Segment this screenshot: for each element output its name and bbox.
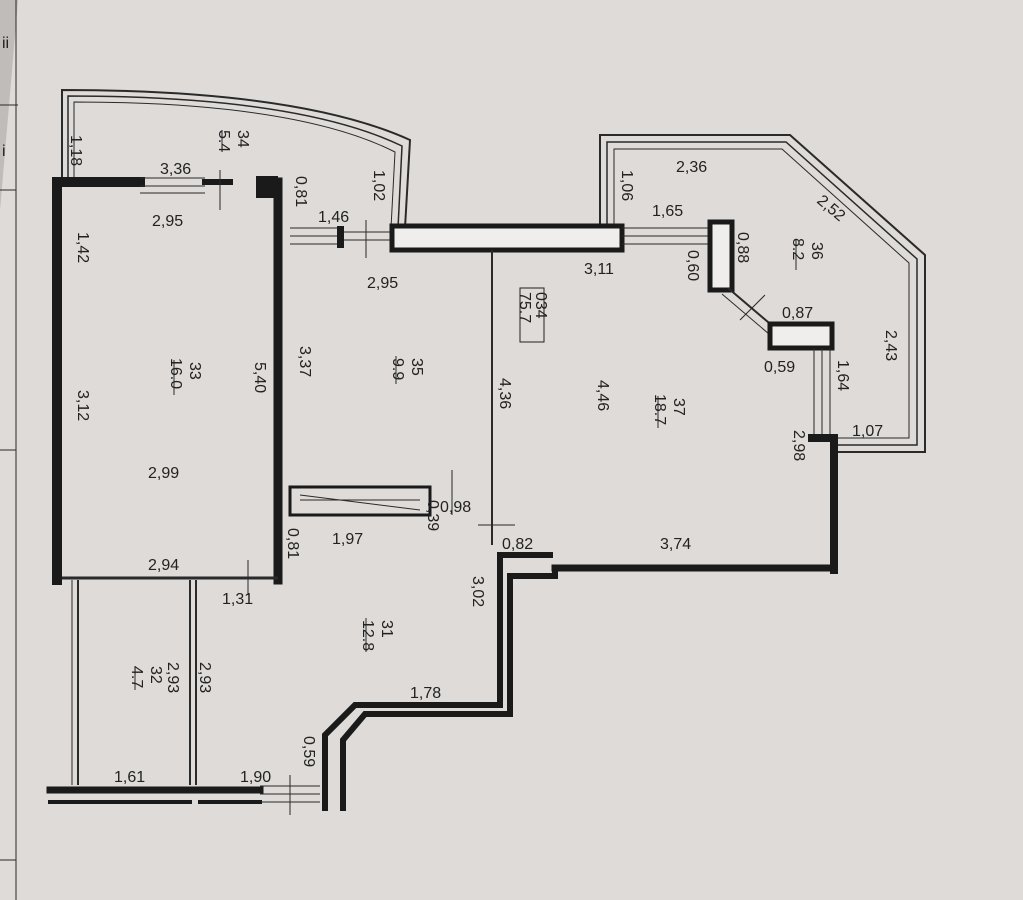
svg-text:12.8: 12.8: [359, 620, 376, 651]
dim-0-39: 0,39: [424, 500, 441, 531]
dim-0-81-top: 0,81: [292, 176, 309, 207]
margin-table: [0, 0, 18, 900]
room-35-label: 35 9.9: [389, 356, 425, 384]
dim-1-02: 1,02: [370, 170, 387, 201]
interior-partitions: [62, 170, 515, 815]
dim-1-31: 1,31: [222, 591, 253, 608]
dim-2-95-mid: 2,95: [367, 275, 398, 292]
dim-4-46: 4,46: [594, 380, 611, 411]
svg-text:33: 33: [186, 362, 203, 380]
svg-text:16.0: 16.0: [167, 358, 184, 389]
dim-1-46: 1,46: [318, 209, 349, 226]
svg-text:36: 36: [808, 242, 825, 260]
dim-1-97: 1,97: [332, 531, 363, 548]
dim-2-36: 2,36: [676, 159, 707, 176]
room-33-label: 33 16.0: [167, 358, 203, 395]
dim-1-90: 1,90: [240, 769, 271, 786]
dim-3-74: 3,74: [660, 536, 691, 553]
dim-0-59-right: 0,59: [764, 359, 795, 376]
dim-1-64: 1,64: [834, 360, 851, 391]
balcony-36-outline: [599, 134, 926, 453]
svg-text:31: 31: [378, 620, 395, 638]
dim-1-61: 1,61: [114, 769, 145, 786]
dim-2-43: 2,43: [882, 330, 899, 361]
room-37-label: 37 18.7: [651, 394, 687, 428]
dim-2-99: 2,99: [148, 465, 179, 482]
dim-0-82: 0,82: [502, 536, 533, 553]
dim-3-12: 3,12: [74, 390, 91, 421]
svg-text:18.7: 18.7: [651, 394, 668, 425]
svg-text:34: 34: [234, 130, 251, 148]
svg-text:37: 37: [670, 398, 687, 416]
room-31-label: 31 12.8: [359, 618, 395, 652]
dim-0-59-bottom: 0,59: [300, 736, 317, 767]
svg-text:5.4: 5.4: [215, 130, 232, 152]
dim-2-93: 2,93: [164, 662, 181, 693]
area-box-area: 75.7: [516, 292, 533, 323]
dim-2-98: 2,98: [790, 430, 807, 461]
dim-4-36: 4,36: [496, 378, 513, 409]
dim-1-78: 1,78: [410, 685, 441, 702]
svg-text:4.7: 4.7: [128, 666, 145, 688]
dim-3-36: 3,36: [160, 161, 191, 178]
margin-text-2: i: [2, 143, 6, 160]
dim-0-60: 0,60: [684, 250, 701, 281]
svg-text:9.9: 9.9: [389, 358, 406, 380]
dim-0-88: 0,88: [734, 232, 751, 263]
room-32-label: 32 4.7: [128, 666, 164, 690]
dim-3-11: 3,11: [584, 261, 614, 278]
margin-text-1: ii: [2, 35, 9, 52]
total-area-box: [519, 287, 545, 343]
dim-1-65: 1,65: [652, 203, 683, 220]
dim-1-42: 1,42: [74, 232, 91, 263]
loggia-34-outline: [61, 88, 412, 229]
dim-0-81-lower: 0,81: [284, 528, 301, 559]
dim-3-02: 3,02: [469, 576, 486, 607]
svg-text:35: 35: [408, 358, 425, 376]
exterior-walls: [46, 176, 838, 811]
dim-0-87: 0,87: [782, 305, 813, 322]
area-box-code: 034: [532, 292, 549, 319]
dim-5-40: 5,40: [251, 362, 268, 393]
dim-1-18: 1,18: [67, 135, 84, 166]
dim-1-06: 1,06: [618, 170, 635, 201]
dim-2-83: 2,93: [196, 662, 213, 693]
dim-3-37: 3,37: [296, 346, 313, 377]
svg-text:8.2: 8.2: [789, 238, 806, 260]
room-36-label: 36 8.2: [789, 238, 825, 270]
dim-1-07: 1,07: [852, 423, 883, 440]
dim-2-94: 2,94: [148, 557, 179, 574]
dim-2-95-top: 2,95: [152, 213, 183, 230]
room-34-label: 34 5.4: [215, 130, 251, 152]
svg-text:32: 32: [147, 666, 164, 684]
dim-0-98: 0,98: [440, 499, 471, 516]
